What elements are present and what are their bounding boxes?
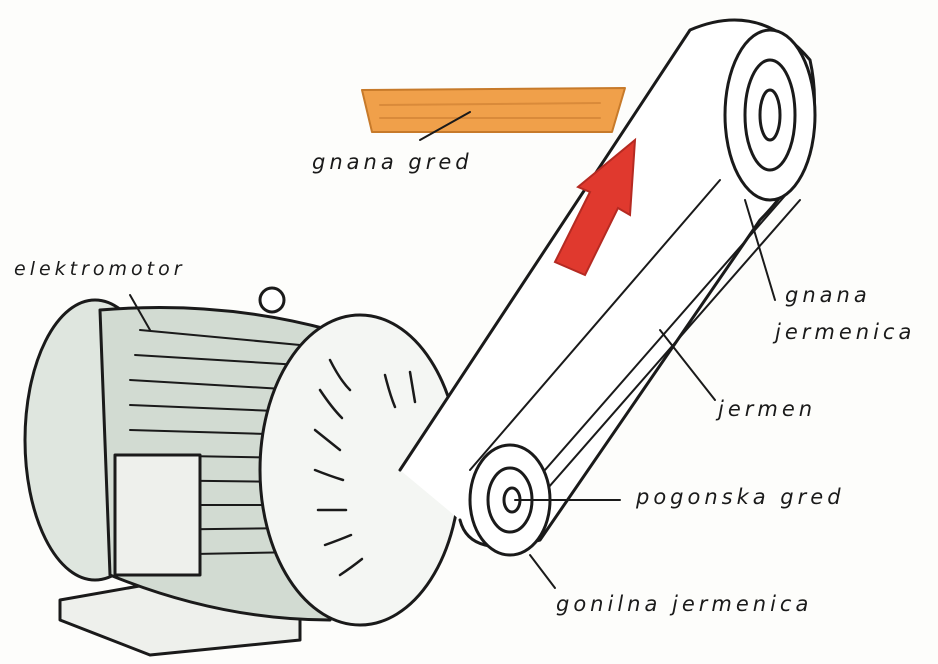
label-motor: elektromotor (14, 258, 186, 280)
label-driven-shaft: gnana gred (312, 150, 473, 174)
driven-shaft-beam (361, 87, 626, 133)
label-driven-pulley-line2: jermenica (775, 320, 916, 344)
lifting-eye (258, 286, 286, 314)
belt-direction-arrow (553, 137, 637, 277)
label-drive-pulley: gonilna jermenica (556, 592, 813, 616)
label-drive-shaft: pogonska gred (636, 485, 845, 509)
label-belt: jermen (718, 397, 817, 421)
label-driven-pulley-line1: gnana (785, 283, 871, 307)
terminal-box (113, 453, 202, 577)
